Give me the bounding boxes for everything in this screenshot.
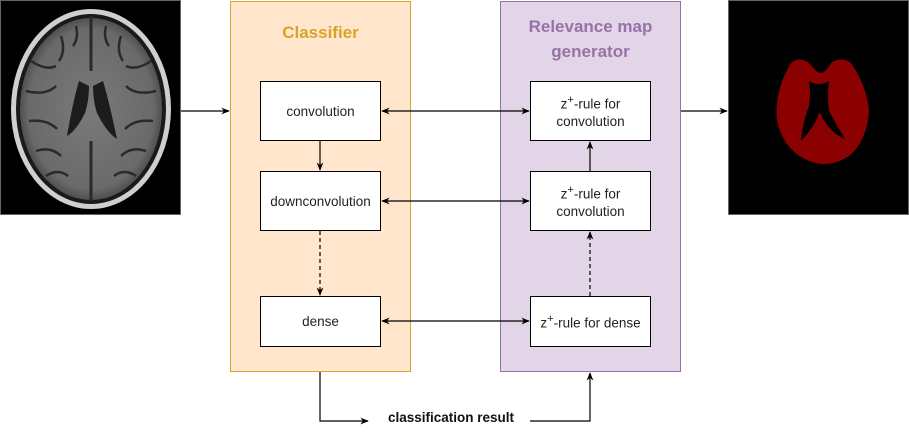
plus-superscript: + [567, 94, 574, 107]
node-convolution-label: convolution [286, 103, 355, 119]
z-symbol: z [540, 315, 548, 331]
node-downconvolution: downconvolution [260, 171, 381, 231]
brain-mri-graphic [11, 9, 171, 209]
node-dense-label: dense [302, 314, 339, 329]
rule-layer: convolution [556, 113, 625, 129]
ventricle-void [801, 81, 845, 141]
right-ventricle [93, 81, 117, 139]
plus-superscript: + [547, 313, 554, 326]
brain-tissue [20, 18, 162, 200]
node-convolution: convolution [260, 81, 381, 141]
heatmap-graphic [776, 59, 869, 165]
node-dense: dense [260, 296, 381, 347]
arrow-result-to-relevance [530, 372, 594, 422]
output-relevance-map [728, 0, 909, 215]
node-downconvolution-label: downconvolution [270, 193, 371, 209]
input-mri-image [0, 0, 181, 215]
classifier-title: Classifier [282, 23, 359, 42]
node-zrule-convolution-mid: z+-rule for convolution [530, 171, 651, 231]
relevance-title: Relevance map generator [501, 14, 680, 64]
rule-layer: convolution [556, 203, 625, 219]
classification-result-label: classification result [387, 410, 515, 425]
z-symbol: z [560, 96, 568, 112]
plus-superscript: + [567, 184, 574, 197]
relevance-title-line1: Relevance map [528, 17, 653, 36]
relevance-title-line2: generator [551, 42, 630, 61]
left-ventricle [67, 81, 89, 136]
rule-text: -rule for dense [553, 315, 641, 331]
z-symbol: z [560, 186, 568, 202]
rule-text: -rule for [573, 186, 621, 202]
rule-text: -rule for [573, 96, 621, 112]
node-zrule-convolution-top: z+-rule for convolution [530, 81, 651, 141]
arrow-classifier-to-result [319, 372, 369, 425]
node-zrule-dense: z+-rule for dense [530, 296, 651, 347]
